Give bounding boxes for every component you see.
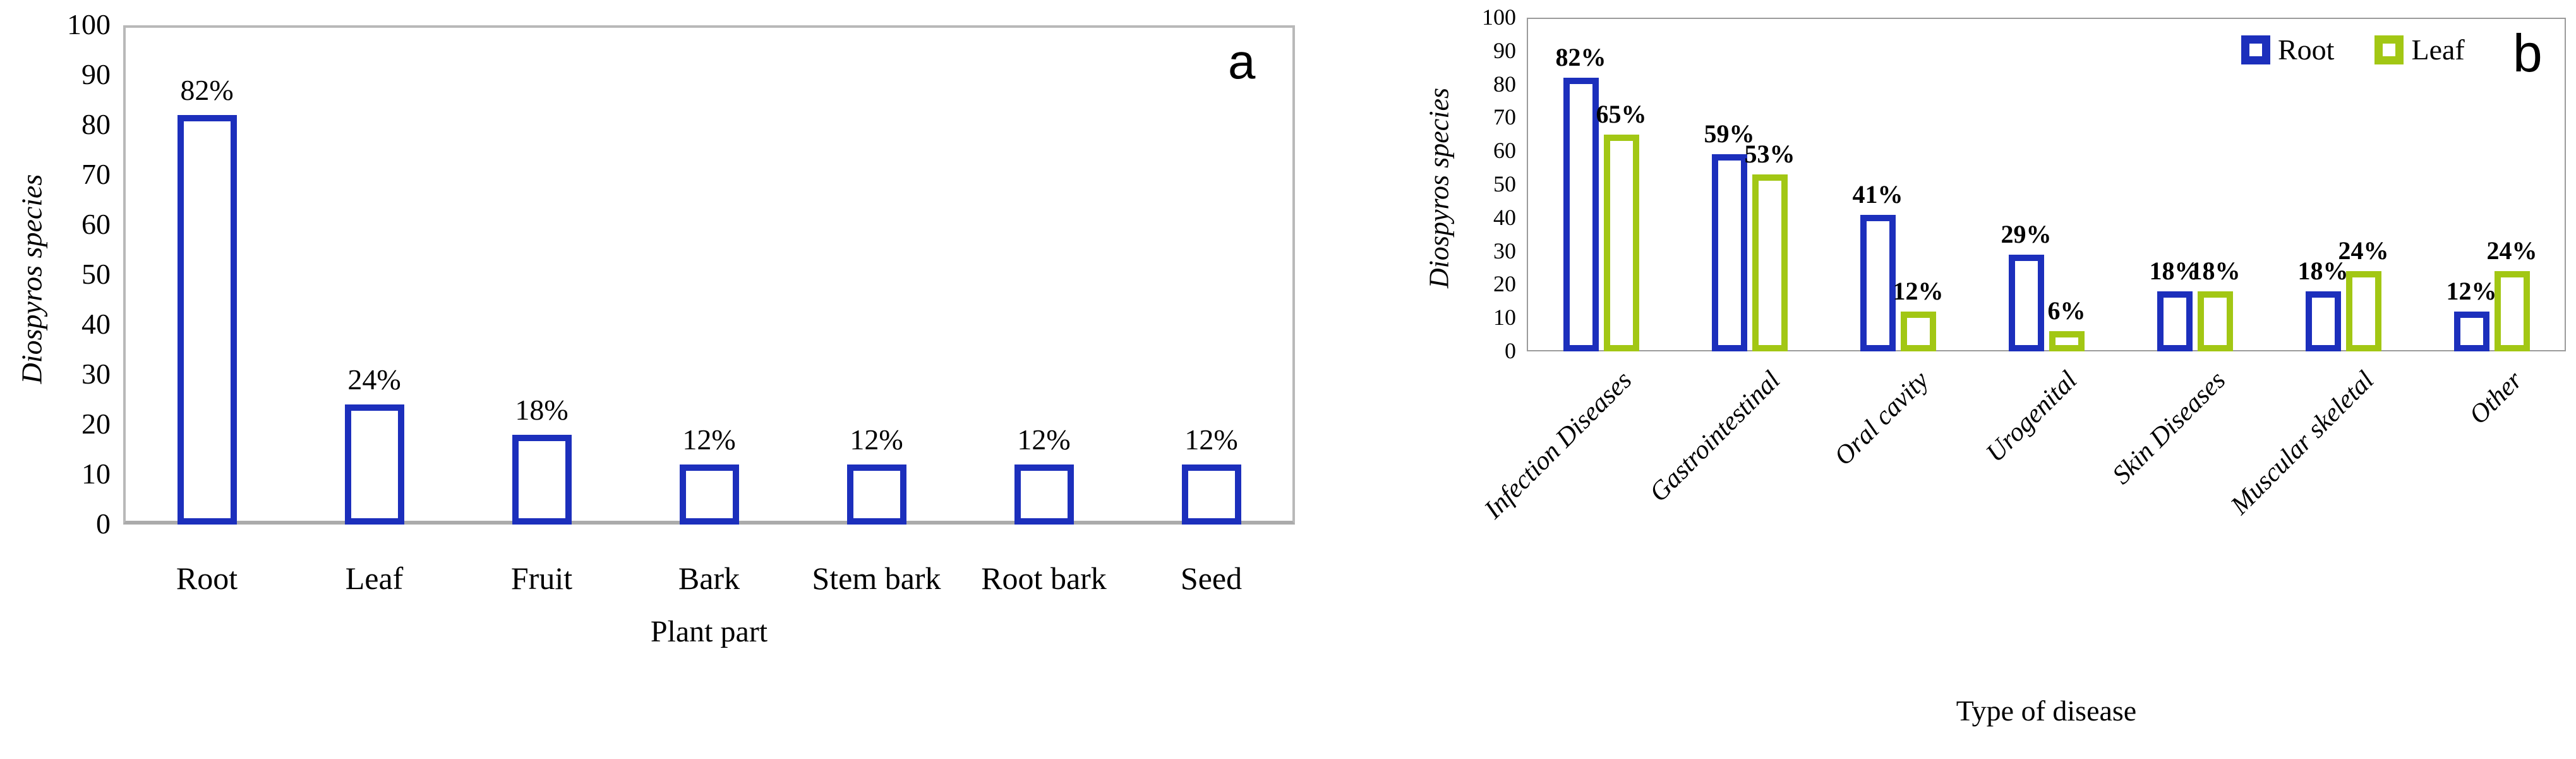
bar-value-label-root: 29%	[2001, 219, 2052, 248]
bar-value-label-root: 18%	[2297, 256, 2349, 285]
x-tick-label: Urogenital	[1980, 365, 2083, 468]
bar-leaf	[344, 404, 404, 525]
x-tick-label: Root	[176, 561, 238, 596]
bar-fruit	[512, 434, 572, 525]
y-tick-label: 0	[1505, 338, 1516, 363]
bar-seed	[1181, 465, 1241, 525]
legend: Root Leaf	[2241, 33, 2465, 66]
bar-bark	[679, 465, 739, 525]
bar-value-label-root: 41%	[1852, 179, 1903, 209]
bar-value-label-leaf: 6%	[2047, 296, 2086, 325]
y-axis-title-b: Diospyros species	[1423, 87, 1455, 289]
bar-value-label-leaf: 24%	[2338, 236, 2389, 265]
x-tick-label: Fruit	[510, 561, 573, 596]
y-tick-label: 100	[1482, 4, 1516, 30]
y-tick-label: 20	[81, 408, 111, 440]
bar-leaf-5	[2197, 291, 2233, 351]
y-tick-label: 50	[81, 258, 111, 290]
legend-label: Root	[2278, 33, 2335, 66]
y-axis-title-a: Diospyros species	[15, 174, 48, 384]
y-tick-label: 80	[1493, 71, 1516, 97]
bar-value-label: 12%	[1184, 423, 1238, 456]
bar-leaf-6	[2345, 271, 2381, 351]
bar-root-5	[2157, 291, 2193, 351]
plot-area-b	[1527, 18, 2566, 351]
bar-value-label-root: 18%	[2149, 256, 2200, 285]
x-tick-label: Other	[2463, 365, 2528, 430]
y-tick-label: 80	[81, 108, 111, 140]
bar-value-label: 18%	[515, 393, 569, 426]
x-tick-label: Muscular skeletal	[2225, 365, 2380, 521]
y-tick-label: 70	[1493, 104, 1516, 130]
bar-value-label: 12%	[682, 423, 736, 456]
bar-value-label-leaf: 53%	[1744, 140, 1795, 169]
bar-root-bark	[1014, 465, 1074, 525]
bar-value-label: 82%	[180, 74, 234, 107]
y-tick-label: 10	[1493, 305, 1516, 331]
y-tick-label: 70	[81, 158, 111, 190]
y-tick-label: 60	[81, 208, 111, 240]
legend-item-leaf: Leaf	[2374, 33, 2465, 66]
y-tick-label: 0	[96, 507, 111, 540]
root-swatch-icon	[2241, 35, 2270, 64]
y-tick-label: 40	[81, 308, 111, 340]
bar-value-label: 12%	[850, 423, 903, 456]
panel-a: 0 10 20 30 40 50 60 70 80 90 100 82% Root 24% Leaf 18% F…	[15, 8, 1295, 648]
bar-root-3	[1860, 214, 1896, 351]
bar-leaf-2	[1752, 174, 1788, 351]
x-tick-label: Root bark	[981, 561, 1107, 596]
x-tick-label: Infection Diseases	[1478, 365, 1637, 525]
panel-letter-a: a	[1228, 33, 1256, 89]
bar-leaf-7	[2494, 271, 2530, 351]
x-axis-title-b: Type of disease	[1956, 695, 2137, 727]
bar-leaf-1	[1603, 134, 1639, 351]
y-tick-label: 20	[1493, 271, 1516, 297]
bar-leaf-4	[2049, 331, 2085, 351]
bar-root-2	[1711, 154, 1747, 351]
bar-value-label-leaf: 18%	[2189, 256, 2241, 285]
y-tick-label: 30	[81, 358, 111, 390]
bar-value-label: 24%	[347, 363, 401, 396]
bar-root-6	[2305, 291, 2341, 351]
bar-value-label: 12%	[1017, 423, 1071, 456]
y-tick-label: 10	[81, 458, 111, 490]
bar-stem-bark	[846, 465, 906, 525]
bar-root-1	[1563, 78, 1599, 351]
legend-label: Leaf	[2411, 33, 2465, 66]
y-tick-label: 60	[1493, 138, 1516, 164]
x-tick-label: Gastrointestinal	[1644, 365, 1786, 508]
bar-leaf-3	[1900, 311, 1936, 351]
plot-area-a	[123, 25, 1295, 525]
x-axis-title-a: Plant part	[650, 615, 768, 648]
y-tick-label: 100	[67, 8, 111, 40]
y-tick-label: 30	[1493, 238, 1516, 264]
bar-value-label-leaf: 65%	[1596, 99, 1647, 128]
bar-root-4	[2008, 254, 2044, 351]
x-tick-label: Skin Diseases	[2107, 365, 2231, 490]
bar-value-label-leaf: 12%	[1893, 276, 1944, 305]
x-tick-label: Stem bark	[812, 561, 941, 596]
y-tick-label: 90	[1493, 37, 1516, 63]
y-tick-label: 50	[1493, 171, 1516, 197]
bar-value-label-root: 12%	[2446, 276, 2497, 305]
panel-letter-b: b	[2513, 23, 2543, 83]
bar-root-7	[2453, 311, 2489, 351]
bar-value-label-root: 82%	[1555, 43, 1606, 72]
bar-root	[177, 115, 237, 525]
y-tick-label: 90	[81, 58, 111, 90]
y-tick-label: 40	[1493, 204, 1516, 230]
bar-value-label-leaf: 24%	[2486, 236, 2537, 265]
x-tick-label: Seed	[1180, 561, 1243, 596]
x-tick-label: Oral cavity	[1828, 365, 1934, 471]
legend-item-root: Root	[2241, 33, 2334, 66]
leaf-swatch-icon	[2374, 35, 2404, 64]
x-tick-label: Leaf	[345, 561, 404, 596]
bar-value-label-root: 59%	[1704, 119, 1755, 149]
panel-b: 0 10 20 30 40 50 60 70 80 90 100 82% 65% Infection Di…	[1421, 0, 2576, 759]
x-tick-label: Bark	[678, 561, 740, 596]
